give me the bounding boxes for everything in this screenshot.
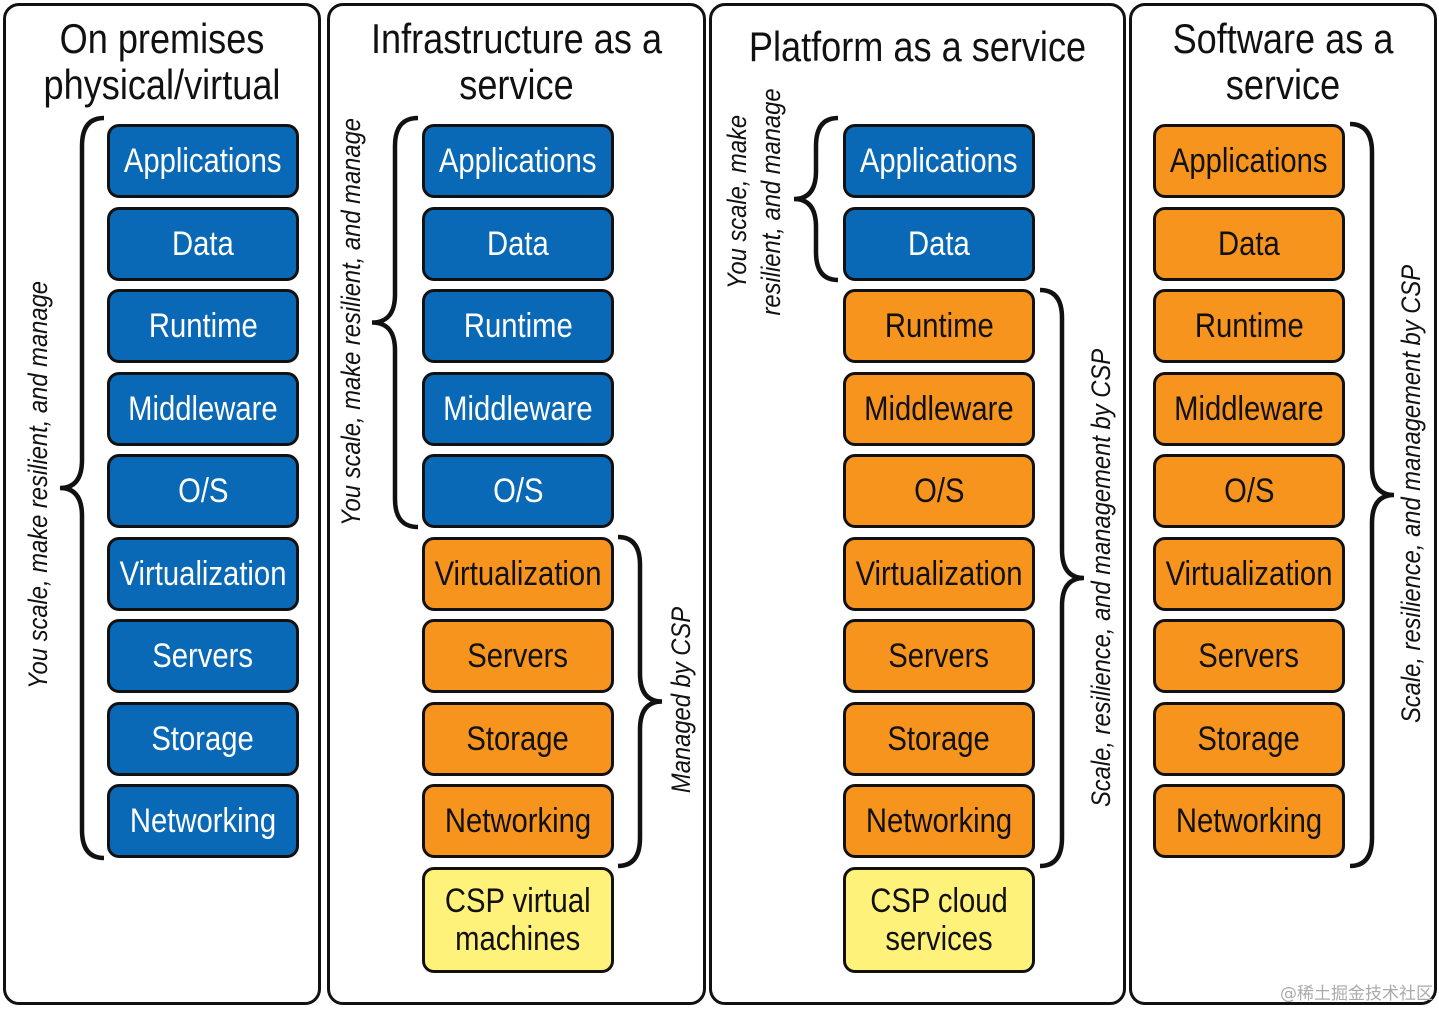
layer-label: Servers [467, 637, 569, 675]
brace-label: You scale, make resilient, and manage [24, 281, 54, 689]
layer-label: Virtualization [855, 554, 1023, 593]
watermark: @稀土掘金技术社区 [1280, 984, 1433, 1004]
layer-label: Virtualization [119, 554, 287, 593]
layer-label: Networking [444, 802, 592, 840]
layer-o-s: O/S [1153, 454, 1345, 528]
layer-storage: Storage [107, 701, 299, 776]
layer-middleware: Middleware [107, 371, 299, 446]
layer-networking: Networking [843, 784, 1035, 858]
layer-o-s: O/S [107, 454, 299, 528]
layer-label: Data [487, 224, 549, 263]
layer-o-s: O/S [843, 454, 1035, 528]
brace-label: Scale, resilience, and management by CSP [1087, 349, 1117, 807]
brace-label: You scale, make [723, 115, 753, 289]
layer-virtualization: Virtualization [843, 536, 1035, 611]
layer-label: O/S [913, 472, 965, 510]
layer-virtualization: Virtualization [1153, 536, 1345, 611]
layer-virtualization: Virtualization [422, 536, 614, 611]
layer-label: Data [1218, 224, 1280, 263]
layer-data: Data [843, 206, 1035, 281]
layer-label: Networking [129, 802, 277, 840]
layer-label: O/S [492, 472, 544, 510]
layer-label: Virtualization [434, 554, 602, 593]
layer-runtime: Runtime [843, 289, 1035, 363]
layer-label: Data [908, 224, 970, 263]
layer-applications: Applications [1153, 124, 1345, 198]
brace [59, 115, 105, 861]
layer-label: Middleware [1174, 389, 1324, 428]
layer-label: Virtualization [1165, 554, 1333, 593]
layer-csp-cloud-services: CSP cloud services [843, 866, 1035, 973]
layer-servers: Servers [107, 619, 299, 693]
layer-o-s: O/S [422, 454, 614, 528]
layer-data: Data [1153, 206, 1345, 281]
brace-label: Managed by CSP [667, 607, 697, 793]
brace-label: You scale, make resilient, and manage [337, 118, 367, 526]
layer-runtime: Runtime [1153, 289, 1345, 363]
layer-label: Networking [1175, 802, 1323, 840]
panel-title: Software as a service [1172, 15, 1394, 108]
layer-label: Storage [151, 719, 255, 758]
layer-storage: Storage [1153, 701, 1345, 776]
layer-label: Middleware [443, 389, 593, 428]
layer-middleware: Middleware [1153, 371, 1345, 446]
layer-label: Networking [865, 802, 1013, 840]
brace [617, 534, 663, 869]
brace [1039, 287, 1085, 869]
layer-runtime: Runtime [107, 289, 299, 363]
layer-label: Applications [1170, 142, 1328, 180]
layer-label: Storage [1197, 719, 1301, 758]
layer-label: Applications [860, 142, 1018, 180]
layer-label: Runtime [148, 307, 258, 345]
panel-title: On premises physical/virtual [43, 15, 281, 108]
layer-servers: Servers [422, 619, 614, 693]
layer-label: Storage [887, 719, 991, 758]
layer-label: Servers [1198, 637, 1300, 675]
layer-label: Data [172, 224, 234, 263]
layer-virtualization: Virtualization [107, 536, 299, 611]
layer-label: Middleware [128, 389, 278, 428]
panel-title: Platform as a service [748, 23, 1087, 70]
layer-label: Applications [439, 142, 597, 180]
layer-applications: Applications [843, 124, 1035, 198]
brace-label-line2: resilient, and manage [757, 88, 787, 315]
layer-label: Runtime [884, 307, 994, 345]
layer-storage: Storage [843, 701, 1035, 776]
layer-networking: Networking [422, 784, 614, 858]
layer-label: CSP cloud services [870, 881, 1008, 958]
brace [793, 115, 839, 283]
layer-servers: Servers [843, 619, 1035, 693]
layer-label: Runtime [463, 307, 573, 345]
brace [1349, 121, 1395, 869]
layer-networking: Networking [107, 784, 299, 858]
layer-label: Servers [888, 637, 990, 675]
brace [371, 115, 419, 530]
layer-networking: Networking [1153, 784, 1345, 858]
layer-data: Data [422, 206, 614, 281]
layer-servers: Servers [1153, 619, 1345, 693]
layer-applications: Applications [107, 124, 299, 198]
layer-label: Servers [152, 637, 254, 675]
layer-storage: Storage [422, 701, 614, 776]
brace-label: Scale, resilience, and management by CSP [1397, 265, 1427, 723]
layer-label: O/S [1223, 472, 1275, 510]
layer-label: Middleware [864, 389, 1014, 428]
layer-label: Storage [466, 719, 570, 758]
layer-label: Applications [124, 142, 282, 180]
layer-label: O/S [177, 472, 229, 510]
layer-middleware: Middleware [843, 371, 1035, 446]
layer-runtime: Runtime [422, 289, 614, 363]
layer-middleware: Middleware [422, 371, 614, 446]
layer-label: CSP virtual machines [445, 881, 591, 958]
panel-title: Infrastructure as a service [370, 15, 663, 108]
layer-data: Data [107, 206, 299, 281]
layer-csp-virtual-machines: CSP virtual machines [422, 866, 614, 973]
layer-label: Runtime [1194, 307, 1304, 345]
layer-applications: Applications [422, 124, 614, 198]
